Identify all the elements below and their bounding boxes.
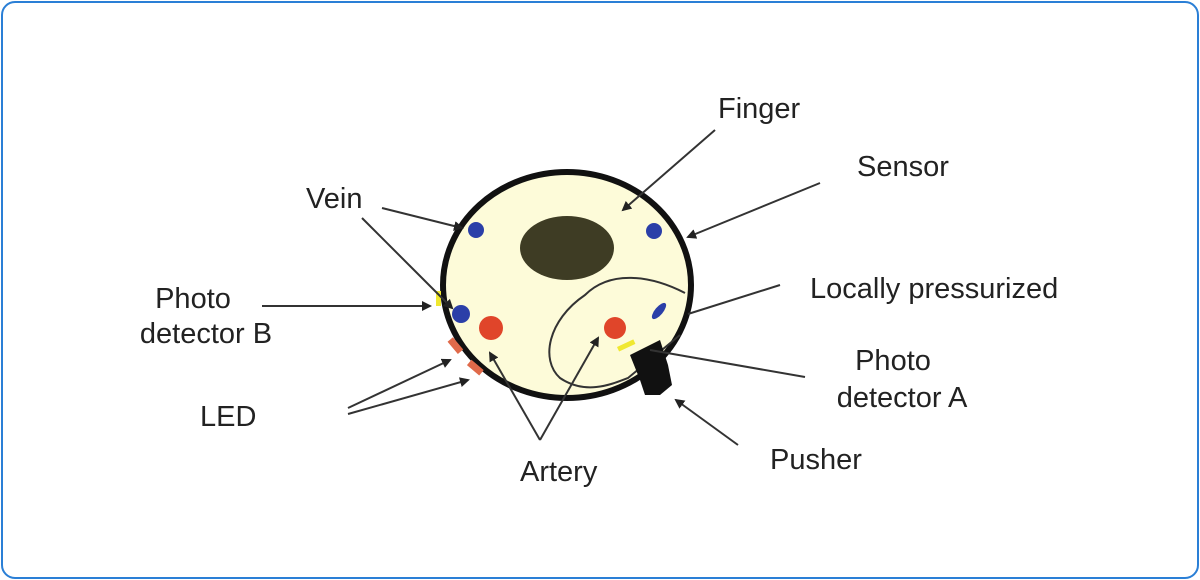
label-vein: Vein [306,183,362,215]
label-sensor: Sensor [857,151,949,183]
vein [468,222,484,238]
label-photo-detector-a-line1: Photo [855,345,931,377]
locally-pressurized-line [688,285,780,314]
label-finger: Finger [718,93,801,125]
vein [646,223,662,239]
label-photo-detector-a-line2: detector A [837,382,968,414]
label-pusher: Pusher [770,444,862,476]
label-photo-detector-b: Photodetector B [140,283,272,350]
pusher-arrow [676,400,738,445]
artery [604,317,626,339]
artery [479,316,503,340]
finger-arrow [623,130,715,210]
vein-arrow [382,208,462,228]
led-arrow [348,380,468,414]
photo-detector-a-line [650,350,805,377]
label-artery: Artery [520,456,598,488]
bone [520,216,614,280]
label-photo-detector-a: Photo detector A [837,345,968,414]
label-photo-detector-b-line1: Photo [155,283,231,315]
vein-arrow [362,218,452,308]
label-led: LED [200,401,256,433]
label-locally-pressurized: Locally pressurized [810,273,1058,305]
vein [452,305,470,323]
sensor-arrow [688,183,820,237]
led-arrow [348,360,450,408]
label-photo-detector-b-line2: detector B [140,318,272,350]
